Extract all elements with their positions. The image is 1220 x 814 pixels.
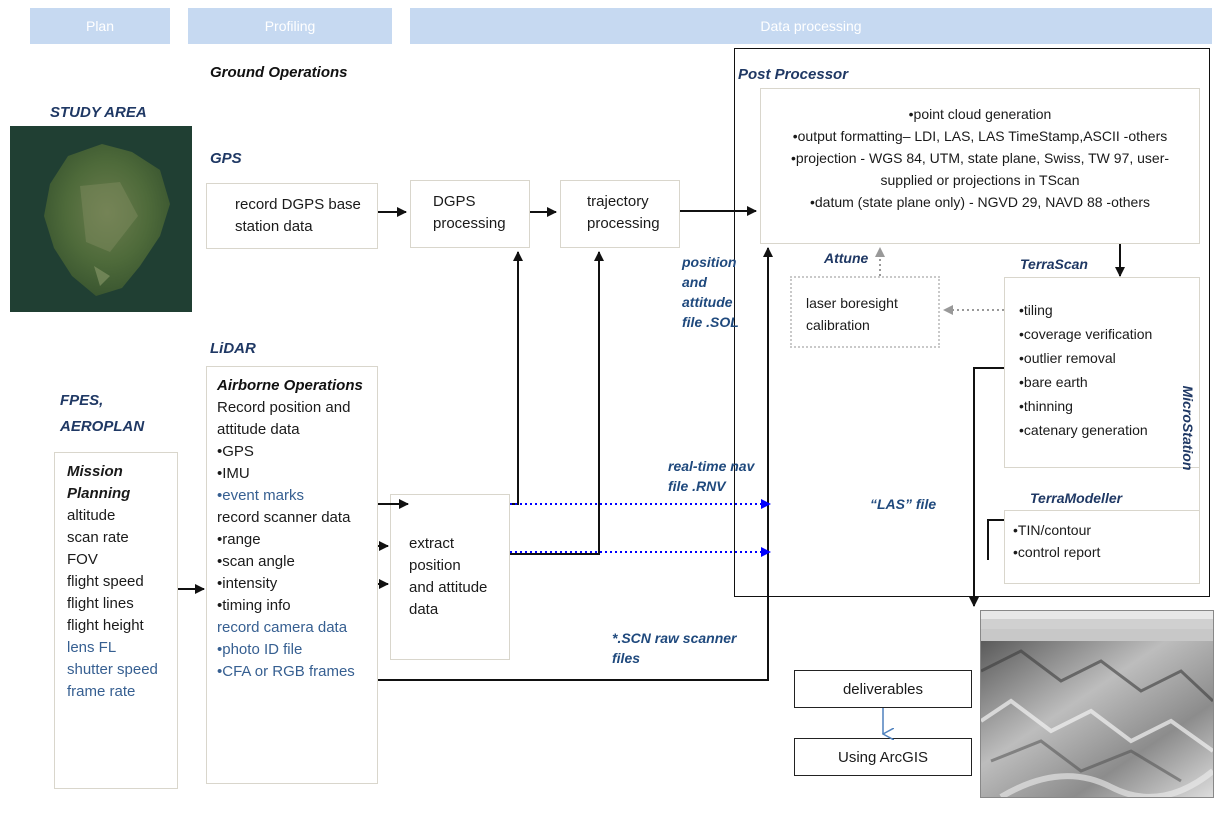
terramodeller-connector bbox=[988, 520, 1004, 560]
arrow-extract-to-trajectory bbox=[510, 252, 599, 554]
arrow-scn-to-post bbox=[378, 248, 768, 680]
arrow-extract-to-dgps bbox=[510, 252, 518, 504]
arrow-to-deliverables bbox=[974, 368, 1004, 606]
